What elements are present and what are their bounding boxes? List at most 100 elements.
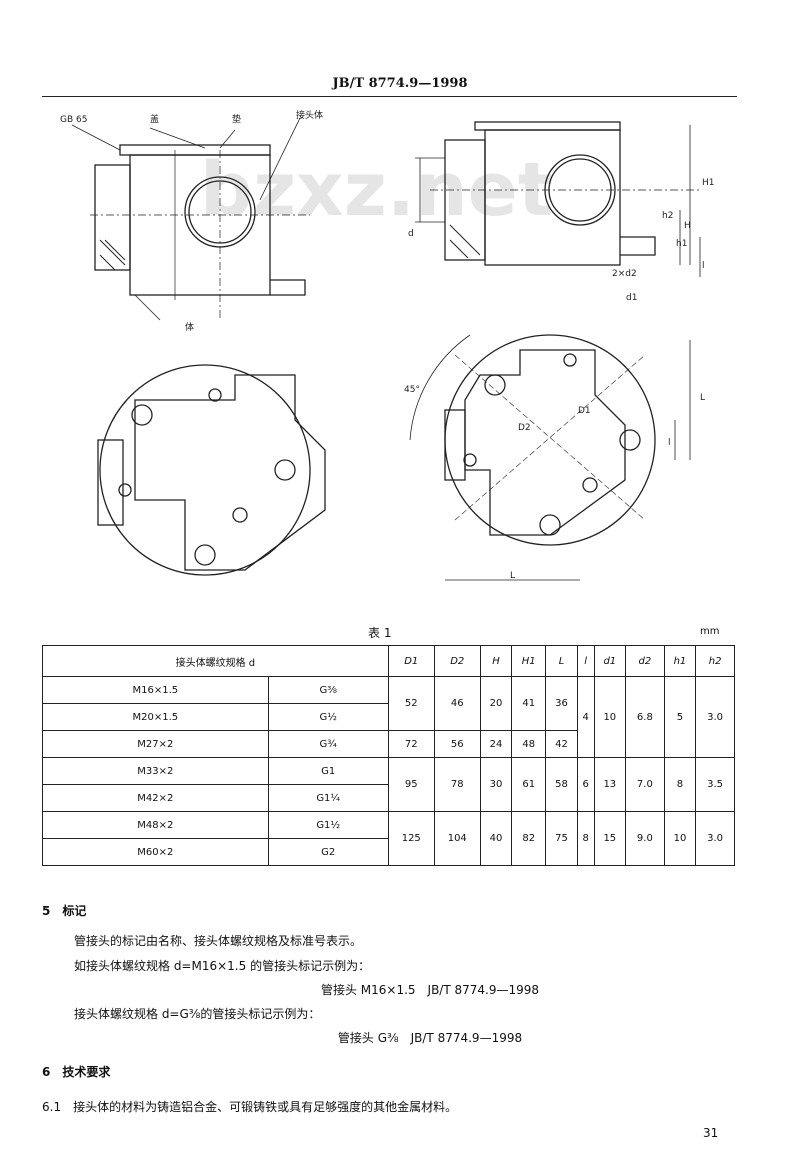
th-H1: H1 — [511, 645, 547, 677]
dim-l-side: l — [702, 261, 705, 271]
table-row: M20×1.5 G½ — [42, 703, 735, 731]
dim-H: H — [684, 221, 691, 231]
cell: 8 — [663, 757, 697, 812]
standard-header: JB/T 8774.9—1998 — [332, 76, 468, 91]
dimension-table: 接头体螺纹规格 d D1 D2 H H1 L l d1 d2 h1 h2 M16… — [42, 645, 735, 866]
dim-d1: d1 — [626, 293, 637, 303]
label-gasket: 垫 — [232, 113, 241, 125]
cell: 125 — [387, 811, 435, 866]
table-unit: mm — [700, 626, 720, 637]
dim-h1: h1 — [676, 239, 687, 249]
cell-pipe: G1 — [267, 757, 389, 785]
cell-metric: M16×1.5 — [42, 676, 269, 704]
dim-H1: H1 — [702, 178, 715, 188]
cell: 5 — [663, 676, 697, 758]
fig1-side-view — [71, 117, 310, 321]
cell: 10 — [593, 676, 627, 758]
cell: 95 — [387, 757, 435, 812]
table-row: M60×2 G2 — [42, 838, 735, 866]
dim-L-horiz: L — [510, 571, 515, 581]
cell: 78 — [433, 757, 481, 812]
table-row: M48×2 G1½ 125 104 40 82 75 8 15 9.0 10 3… — [42, 811, 735, 866]
cell: 6.8 — [625, 676, 665, 758]
dim-L-vert: L — [700, 393, 705, 403]
cell-metric: M48×2 — [42, 811, 269, 839]
cell-pipe: G¾ — [267, 730, 389, 758]
cell: 10 — [663, 811, 697, 866]
th-D1: D1 — [387, 645, 435, 677]
dim-angle: 45° — [404, 385, 420, 395]
cell: 56 — [433, 730, 481, 758]
section-5-example-2: 管接头 G⅜ JB/T 8774.9—1998 — [337, 1031, 523, 1045]
cell: 24 — [479, 730, 513, 758]
cell-metric: M60×2 — [42, 838, 269, 866]
label-body: 体 — [185, 321, 194, 333]
th-H: H — [479, 645, 513, 677]
table-row: M16×1.5 G⅜ 52 46 20 41 36 4 10 6.8 5 3.0 — [42, 676, 735, 758]
th-D2: D2 — [433, 645, 481, 677]
dim-D1: D1 — [578, 406, 591, 416]
section-5-p1: 管接头的标记由名称、接头体螺纹规格及标准号表示。 — [74, 934, 363, 948]
dim-D2: D2 — [518, 423, 531, 433]
cell-pipe: G2 — [267, 838, 389, 866]
label-screw: GB 65 — [60, 115, 87, 125]
section-5-p3: 接头体螺纹规格 d=G⅜的管接头标记示例为： — [74, 1007, 321, 1021]
cell-pipe: G1½ — [267, 811, 389, 839]
cell: 6 — [576, 757, 595, 812]
cell-metric: M20×1.5 — [42, 703, 269, 731]
cell: 48 — [511, 730, 547, 758]
fig2-plan-view — [409, 334, 691, 581]
table-title: 表 1 — [368, 626, 392, 640]
cell: 72 — [387, 730, 435, 758]
cell: 40 — [479, 811, 513, 866]
cell: 104 — [433, 811, 481, 866]
cell: 41 — [511, 676, 547, 731]
cell: 82 — [511, 811, 547, 866]
dim-2xd2: 2×d2 — [612, 269, 637, 279]
fig1-plan-view — [97, 364, 326, 576]
technical-drawings: bzxz.net GB 65 盖 垫 接头体 体 d — [60, 109, 715, 620]
section-6-title: 6 技术要求 — [42, 1065, 111, 1079]
th-spec: 接头体螺纹规格 d — [42, 645, 389, 677]
section-5-title: 5 标记 — [42, 904, 87, 918]
table-row: M42×2 G1¼ — [42, 784, 735, 812]
section-5-p2: 如接头体螺纹规格 d=M16×1.5 的管接头标记示例为： — [74, 959, 371, 973]
cell: 30 — [479, 757, 513, 812]
table-row: M27×2 G¾ 72 56 24 48 42 — [42, 730, 735, 758]
dim-h2: h2 — [662, 211, 673, 221]
cell-metric: M27×2 — [42, 730, 269, 758]
cell-metric: M42×2 — [42, 784, 269, 812]
th-h1: h1 — [663, 645, 697, 677]
th-l: l — [576, 645, 595, 677]
page-number: 31 — [703, 1126, 719, 1140]
cell: 42 — [545, 730, 578, 758]
cell: 13 — [593, 757, 627, 812]
cell: 58 — [545, 757, 578, 812]
cell-metric: M33×2 — [42, 757, 269, 785]
dim-d: d — [408, 229, 414, 239]
cell: 4 — [576, 676, 595, 758]
fig1-caption: 图 1 — [190, 597, 215, 611]
section-5-example-1: 管接头 M16×1.5 JB/T 8774.9—1998 — [320, 983, 540, 997]
th-d1: d1 — [593, 645, 627, 677]
th-d2: d2 — [625, 645, 665, 677]
cell: 3.0 — [695, 811, 735, 866]
label-cover: 盖 — [150, 113, 159, 125]
cell: 61 — [511, 757, 547, 812]
cell: 46 — [433, 676, 481, 731]
th-h2: h2 — [695, 645, 735, 677]
cell: 36 — [545, 676, 578, 731]
label-connector-body: 接头体 — [296, 109, 323, 121]
cell-pipe: G⅜ — [267, 676, 389, 704]
header-rule — [42, 96, 737, 97]
cell-pipe: G1¼ — [267, 784, 389, 812]
fig2-caption: 图 2 — [548, 606, 573, 620]
table-row: M33×2 G1 95 78 30 61 58 6 13 7.0 8 3.5 — [42, 757, 735, 812]
cell: 75 — [545, 811, 578, 866]
cell: 3.0 — [695, 676, 735, 758]
fig2-side-view — [415, 121, 701, 277]
cell: 8 — [576, 811, 595, 866]
cell-pipe: G½ — [267, 703, 389, 731]
th-L: L — [545, 645, 578, 677]
